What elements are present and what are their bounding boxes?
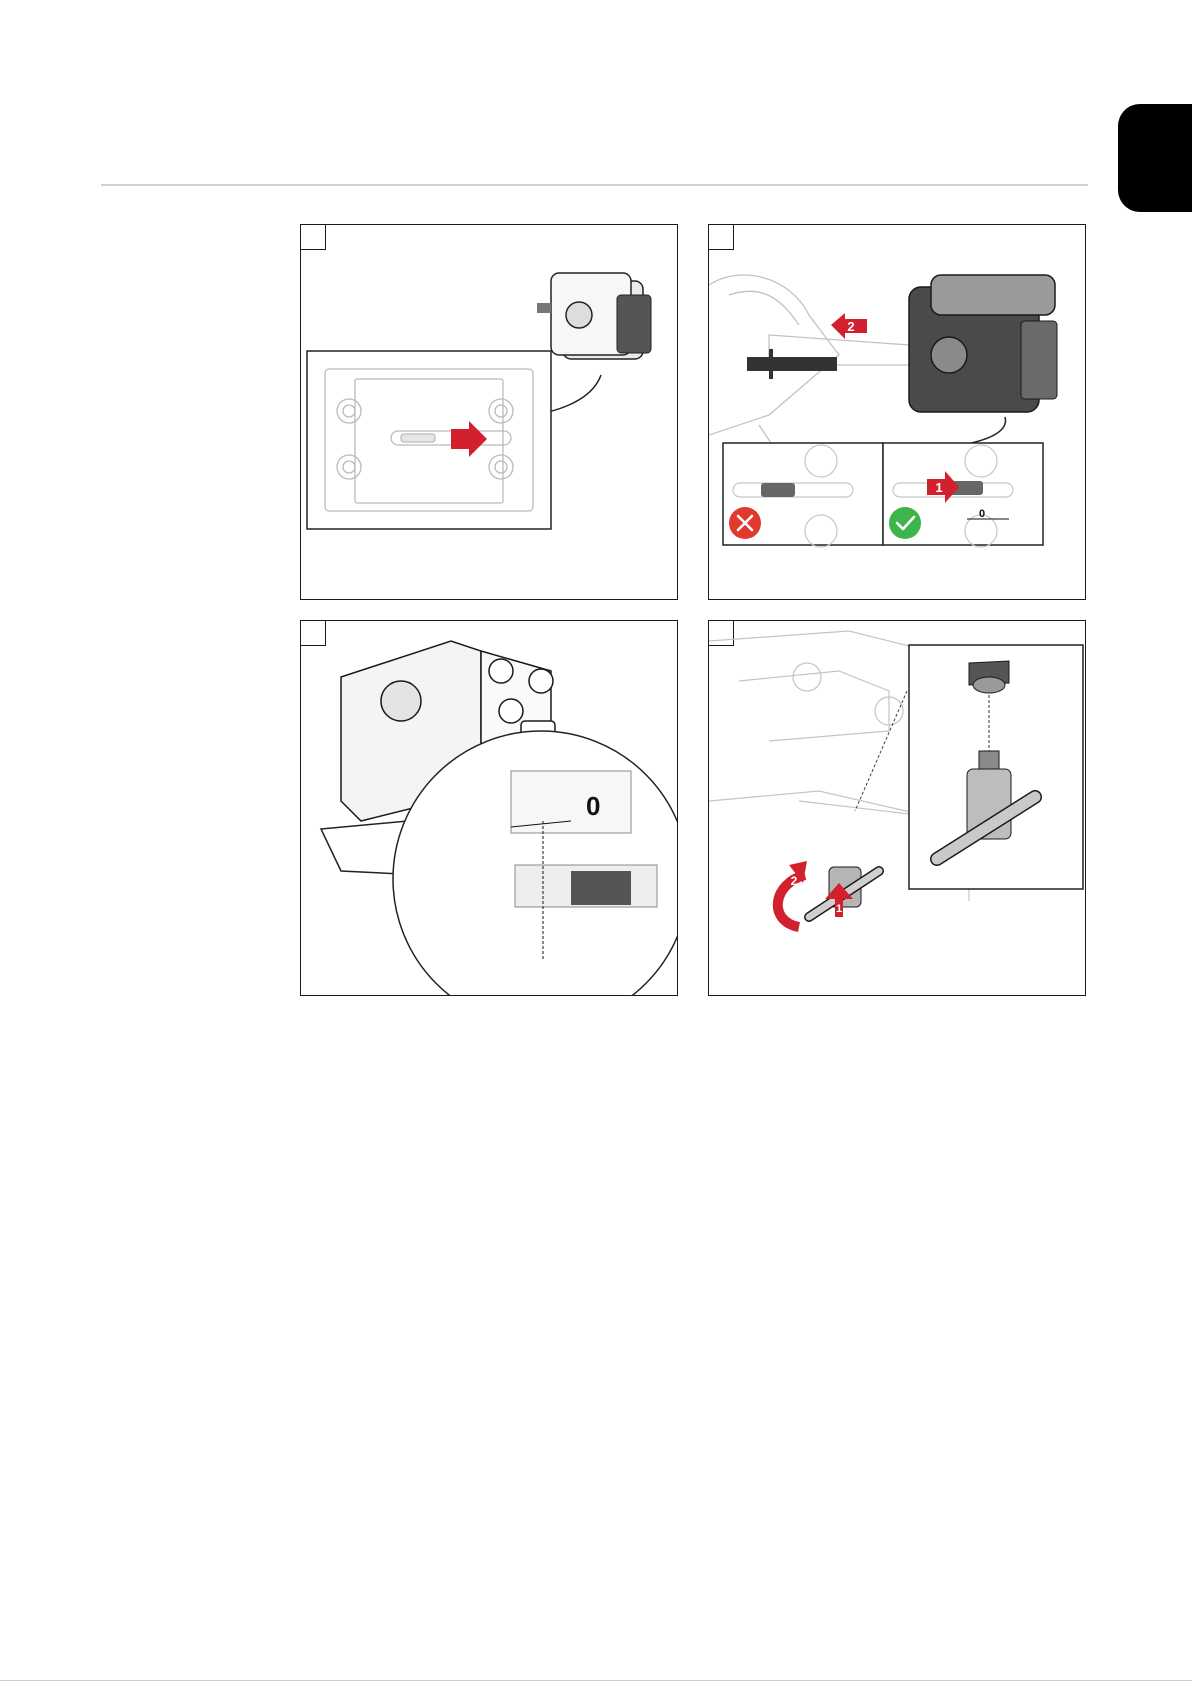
rotate-arrow-2-icon: 2 bbox=[778, 861, 807, 927]
figure-3-illustration: 0 bbox=[301, 621, 678, 996]
move-arrow-2-icon: 2 bbox=[831, 313, 867, 339]
figure-2-illustration: 2 1 0 bbox=[709, 225, 1086, 600]
header-rule bbox=[101, 184, 1088, 186]
figure-1-slide-in-plate bbox=[300, 224, 678, 600]
svg-text:2: 2 bbox=[791, 874, 798, 888]
wrong-icon bbox=[729, 507, 761, 539]
figure-3-alignment-zero: 0 bbox=[300, 620, 678, 996]
chapter-side-tab bbox=[1118, 104, 1192, 212]
svg-text:1: 1 bbox=[836, 903, 842, 915]
svg-text:1: 1 bbox=[935, 480, 942, 495]
figure-2-attach-module: 2 1 0 bbox=[708, 224, 1086, 600]
figure-4-fix-screw: 2 1 bbox=[708, 620, 1086, 996]
device-icon bbox=[537, 273, 651, 359]
svg-text:2: 2 bbox=[847, 319, 854, 334]
device-icon bbox=[909, 275, 1057, 412]
zero-gap-label: 0 bbox=[586, 791, 600, 821]
footer-rule bbox=[0, 1680, 1192, 1681]
figure-1-illustration bbox=[301, 225, 678, 600]
zero-gap-label: 0 bbox=[979, 508, 985, 520]
correct-icon bbox=[889, 507, 921, 539]
figure-4-illustration: 2 1 bbox=[709, 621, 1086, 996]
